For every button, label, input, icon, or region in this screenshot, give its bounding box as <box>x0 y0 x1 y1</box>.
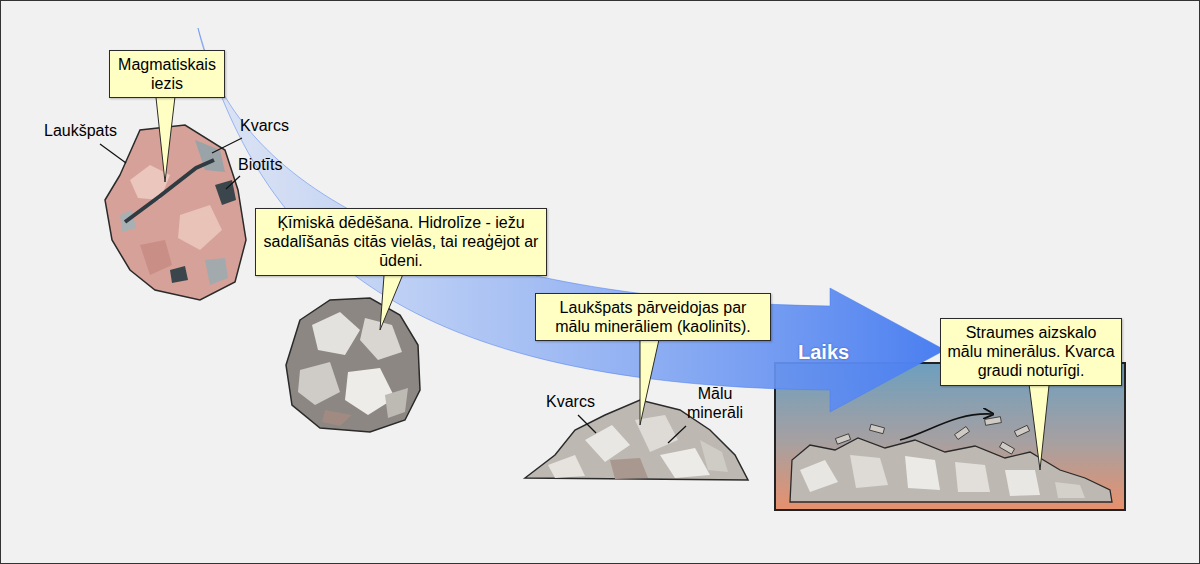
leader-line <box>212 138 242 153</box>
grain-facet <box>298 362 340 405</box>
stream-sediment <box>790 414 1112 502</box>
leader-line <box>100 144 126 163</box>
leader-line <box>578 415 596 433</box>
biotite-grain <box>215 180 236 205</box>
part-label: Mālu minerāli <box>680 384 750 422</box>
callout-box: Magmatiskais iezis <box>109 50 225 98</box>
flow-arrow <box>900 414 992 440</box>
callout-text: Ķīmiskā dēdēšana. Hidrolīze - iežu sadal… <box>262 213 540 271</box>
grain-facet <box>800 460 838 492</box>
quartz-grain <box>205 258 228 285</box>
feldspar-grain <box>140 240 172 275</box>
grain-facet <box>548 455 585 478</box>
callout-text: Straumes aizskalo mālu minerālus. Kvarca… <box>947 323 1115 381</box>
clay-flake <box>835 434 850 444</box>
clay-flake <box>1014 425 1029 436</box>
grain-facet <box>585 425 630 462</box>
biotite-streak <box>125 160 214 222</box>
sediment-bed <box>790 438 1112 502</box>
grain-facet <box>1055 482 1085 498</box>
leader-line <box>226 176 240 189</box>
clay-flake <box>955 427 970 440</box>
callout-text: Magmatiskais iezis <box>116 55 218 93</box>
grain-facet <box>660 448 710 478</box>
callout-tail <box>640 335 660 425</box>
leader-line <box>668 426 686 443</box>
part-label: Biotīts <box>238 155 302 174</box>
grain-facet <box>1005 470 1040 496</box>
rock-outline <box>286 298 420 432</box>
callout-box: Laukšpats pārveidojas par mālu minerālie… <box>535 293 771 341</box>
biotite-grain <box>170 266 188 283</box>
clay-flake <box>985 417 1002 426</box>
grain-facet <box>700 440 728 472</box>
grain-facet <box>850 455 888 488</box>
part-label: Laukšpats <box>44 121 126 140</box>
grain-facet <box>385 388 408 418</box>
callout-box: Ķīmiskā dēdēšana. Hidrolīze - iežu sadal… <box>255 208 547 276</box>
granite-rock <box>105 125 246 300</box>
callout-box: Straumes aizskalo mālu minerālus. Kvarca… <box>940 318 1122 386</box>
callout-text: Laukšpats pārveidojas par mālu minerālie… <box>542 298 764 336</box>
part-label: Kvarcs <box>546 392 610 411</box>
clay-flake <box>999 442 1014 454</box>
part-label: Kvarcs <box>240 116 304 135</box>
callout-tail <box>1028 376 1050 470</box>
clay-flake <box>869 424 884 433</box>
grain-facet <box>312 312 360 355</box>
rock-outline <box>105 125 246 300</box>
clay-grain <box>610 458 648 479</box>
grain-facet <box>905 456 940 490</box>
grain-facet <box>322 410 352 426</box>
grain-facet <box>955 462 990 492</box>
arrow-label: Laiks <box>798 340 868 364</box>
callout-tail <box>155 88 176 182</box>
weathered-rock <box>286 298 420 432</box>
feldspar-grain <box>178 205 222 250</box>
